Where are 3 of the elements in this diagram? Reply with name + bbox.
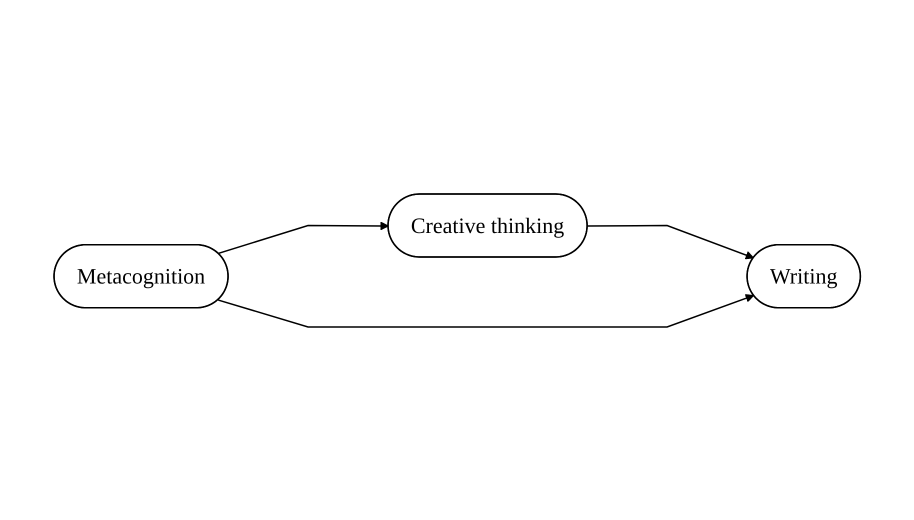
arrow	[587, 224, 754, 259]
arrow	[218, 221, 389, 254]
arrow	[218, 294, 754, 328]
